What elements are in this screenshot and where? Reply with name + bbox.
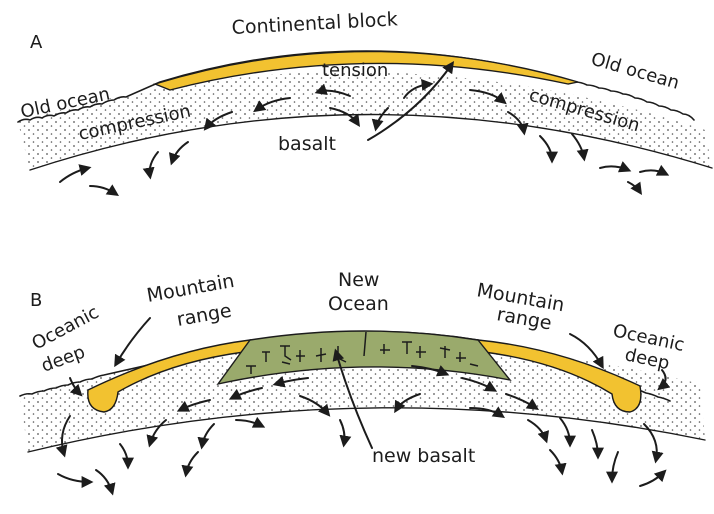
panel-b-letter: B	[30, 290, 42, 311]
panel-a: A Continental block tension Old ocean Ol…	[18, 8, 712, 194]
new-ocean-line1: New	[338, 269, 379, 291]
panel-a-letter: A	[30, 32, 43, 53]
basalt-label: basalt	[278, 133, 336, 155]
panel-b: B Mountain	[20, 269, 705, 492]
continental-block-label: Continental block	[231, 8, 398, 39]
mountain-left-line2: range	[175, 300, 233, 331]
new-basalt-label: new basalt	[372, 445, 475, 467]
mountain-left-pointer	[116, 318, 150, 364]
tension-label: tension	[322, 60, 388, 81]
new-ocean-line2: Ocean	[328, 293, 389, 315]
old-ocean-right-label: Old ocean	[589, 49, 682, 94]
